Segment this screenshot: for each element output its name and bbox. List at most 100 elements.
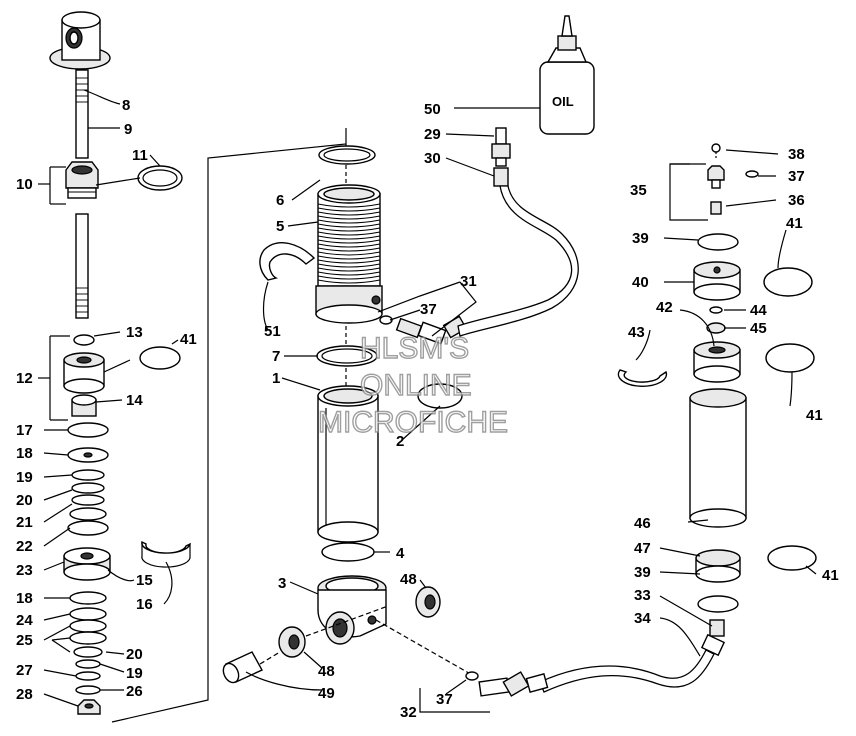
callout-27: 27 [16, 662, 33, 679]
callout-44: 44 [750, 302, 767, 319]
callout-22: 22 [16, 538, 33, 555]
callout-32: 32 [400, 704, 417, 721]
callout-15: 15 [136, 572, 153, 589]
callout-47: 47 [634, 540, 651, 557]
callout-50: 50 [424, 101, 441, 118]
watermark-line-2: ONLINE [360, 369, 472, 402]
callout-17: 17 [16, 422, 33, 439]
callout-33: 33 [634, 587, 651, 604]
center-shock-body [111, 128, 475, 723]
part-cylinder-1 [317, 385, 379, 543]
callout-37-right: 37 [788, 168, 805, 185]
callout-41-mid-right: 41 [806, 407, 823, 424]
threads-5 [317, 203, 381, 284]
leader-lines [38, 89, 817, 713]
callout-37-center: 37 [420, 301, 437, 318]
part-shim-stack-upper [67, 422, 109, 536]
hose-and-oil: OIL [457, 15, 715, 697]
callout-3: 3 [278, 575, 286, 592]
callout-40: 40 [632, 274, 649, 291]
part-fitting-29-30 [491, 127, 511, 187]
callout-46: 46 [634, 515, 651, 532]
left-shaft-assembly [49, 11, 192, 715]
watermark-line-1: HLSM'S [360, 332, 469, 365]
callout-43: 43 [628, 324, 645, 341]
callout-4: 4 [396, 545, 405, 562]
callout-37-bottom: 37 [436, 691, 453, 708]
callout-39-lower: 39 [634, 564, 651, 581]
part-bearing-12 [63, 352, 105, 394]
callout-41-lower-right: 41 [822, 567, 839, 584]
callout-25: 25 [16, 632, 33, 649]
part-seal-head [65, 161, 99, 199]
part-shaft-lower [75, 213, 89, 319]
part-piston-band-16 [141, 540, 192, 568]
watermark: HLSM'S ONLINE MICROFICHE [317, 331, 508, 439]
part-elbow-fitting-32 [478, 671, 549, 697]
callout-35: 35 [630, 182, 647, 199]
part-piston-band-43 [617, 369, 668, 387]
part-sleeve-49 [222, 651, 263, 684]
callout-28: 28 [16, 686, 33, 703]
callout-24: 24 [16, 612, 33, 629]
part-piston-23 [63, 547, 111, 581]
right-reservoir-assembly [617, 143, 817, 657]
part-reservoir-cap-40 [693, 261, 741, 301]
callout-48-right: 48 [400, 571, 417, 588]
callout-5: 5 [276, 218, 284, 235]
part-oil-bottle-50: OIL [539, 15, 595, 135]
callout-20-lower: 20 [126, 646, 143, 663]
part-floating-piston-42 [693, 341, 741, 383]
part-eyelet-mount [49, 11, 111, 70]
callout-45: 45 [750, 320, 767, 337]
callout-21: 21 [16, 514, 33, 531]
callout-49: 49 [318, 685, 335, 702]
callout-18-lower: 18 [16, 590, 33, 607]
part-fitting-33-34 [700, 619, 726, 657]
part-bushing-48 [278, 586, 441, 658]
callout-51: 51 [264, 323, 281, 340]
callout-14: 14 [126, 392, 143, 409]
part-reservoir-end-47 [695, 549, 741, 583]
callout-2: 2 [396, 433, 404, 450]
callout-16: 16 [136, 596, 153, 613]
callout-18-upper: 18 [16, 445, 33, 462]
part-lower-mount-3 [317, 575, 387, 645]
callout-29: 29 [424, 126, 441, 143]
callout-26: 26 [126, 683, 143, 700]
callout-31: 31 [460, 273, 477, 290]
part-bushing-14 [71, 394, 97, 417]
callout-11: 11 [132, 147, 148, 164]
callout-8: 8 [122, 97, 130, 114]
part-reservoir-tube-46 [689, 388, 747, 528]
callout-39-upper: 39 [632, 230, 649, 247]
part-clip-51 [259, 241, 316, 281]
callout-19-upper: 19 [16, 469, 33, 486]
watermark-line-3: MICROFICHE [318, 406, 508, 439]
callout-1: 1 [272, 370, 280, 387]
callout-labels: 8 9 10 11 12 13 41 14 17 18 19 20 21 22 … [16, 97, 839, 721]
callout-41-left: 41 [180, 331, 197, 348]
callout-34: 34 [634, 610, 651, 627]
callout-7: 7 [272, 348, 280, 365]
callout-48-left: 48 [318, 663, 335, 680]
oil-bottle-label: OIL [552, 94, 574, 109]
callout-9: 9 [124, 121, 132, 138]
part-shaft-upper [75, 69, 89, 159]
part-elbow-fitting-31 [395, 315, 468, 345]
part-hose-lower [539, 649, 715, 693]
part-shim-stack-lower [69, 591, 107, 715]
callout-12: 12 [16, 370, 33, 387]
callout-13: 13 [126, 324, 143, 341]
callout-30: 30 [424, 150, 441, 167]
callout-6: 6 [276, 192, 284, 209]
callout-23: 23 [16, 562, 33, 579]
callout-36: 36 [788, 192, 805, 209]
callout-41-upper-right: 41 [786, 215, 803, 232]
callout-10: 10 [16, 176, 33, 193]
part-valve-35 [707, 143, 759, 215]
callout-42: 42 [656, 299, 673, 316]
callout-38: 38 [788, 146, 805, 163]
callout-20-upper: 20 [16, 492, 33, 509]
